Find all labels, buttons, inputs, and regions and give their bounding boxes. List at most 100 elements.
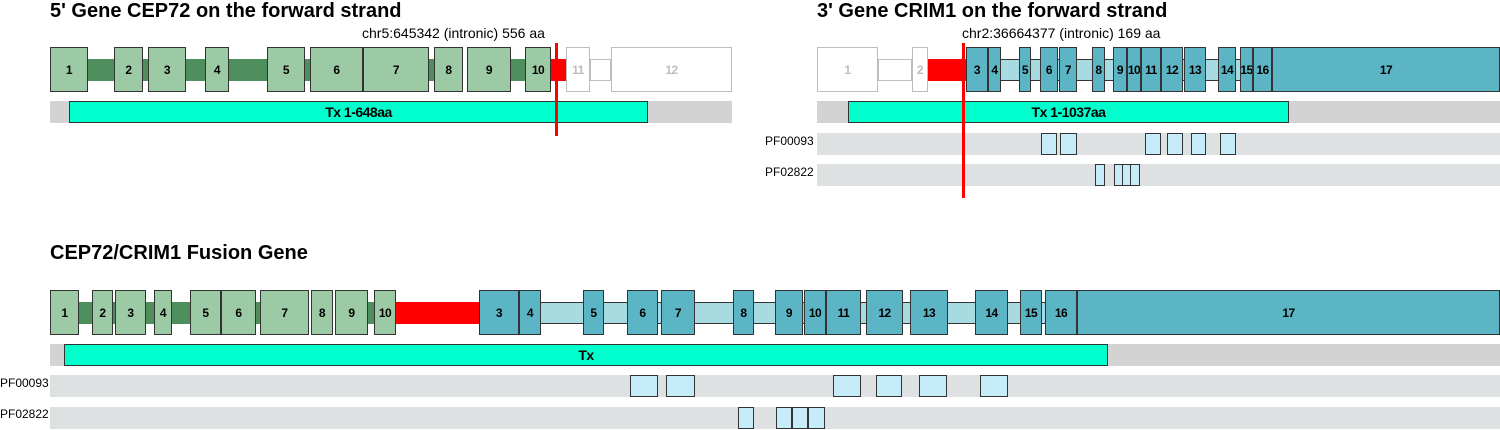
fusion-transcript: Tx: [64, 344, 1108, 366]
gene3-domain-box: [1167, 133, 1183, 155]
fusion-domain-label: PF02822: [0, 407, 49, 421]
gene3-domain-box: [1220, 133, 1236, 155]
gene3-exon: 16: [1253, 47, 1272, 92]
gene3-exon: 13: [1184, 47, 1206, 92]
fusion-intron: [113, 302, 115, 324]
gene3-title: 3' Gene CRIM1 on the forward strand: [817, 0, 1168, 22]
gene5-intron: [229, 59, 267, 81]
gene3-exon: 15: [1240, 47, 1253, 92]
fusion-exon-3p: 17: [1077, 290, 1500, 335]
gene5-intron-faded: [590, 59, 611, 81]
gene5-intron: [511, 59, 525, 81]
fusion-exon-3p: 8: [733, 290, 754, 335]
fusion-exon-3p: 7: [661, 290, 695, 335]
gene5-exon: 5: [267, 47, 305, 92]
gene3-exon: 14: [1218, 47, 1236, 92]
gene5-intron: [305, 59, 310, 81]
fusion-domain-track: [50, 375, 1500, 397]
gene3-exon: 11: [1141, 47, 1161, 92]
fusion-exon-5p: 10: [374, 290, 396, 335]
gene3-exon: 9: [1113, 47, 1127, 92]
fusion-exon-3p: 4: [519, 290, 541, 335]
gene3-exon: 12: [1161, 47, 1183, 92]
fusion-exon-5p: 5: [190, 290, 221, 335]
gene3-domain-track: [817, 164, 1500, 186]
gene5-exon: 2: [114, 47, 143, 92]
fusion-intron: [79, 302, 92, 324]
gene5-breakpoint-line: [555, 43, 558, 136]
gene3-domain-label: PF00093: [765, 134, 814, 148]
fusion-exon-3p: 14: [975, 290, 1008, 335]
fusion-intron: [368, 302, 374, 324]
fusion-exon-5p: 7: [260, 290, 309, 335]
fusion-exon-5p: 6: [221, 290, 256, 335]
fusion-intron: [172, 302, 190, 324]
fusion-domain-box: [919, 375, 947, 397]
fusion-exon-3p: 9: [775, 290, 803, 335]
gene3-domain-box: [1095, 164, 1105, 186]
fusion-intron-breakpoint: [396, 302, 479, 324]
gene3-intron-faded: [878, 59, 912, 81]
fusion-domain-label: PF00093: [0, 376, 49, 390]
gene3-domain-box: [1041, 133, 1057, 155]
gene5-title: 5' Gene CEP72 on the forward strand: [50, 0, 402, 22]
gene5-exon: 4: [205, 47, 229, 92]
gene5-exon: 3: [148, 47, 186, 92]
fusion-exon-3p: 3: [479, 290, 519, 335]
gene3-domain-box: [1191, 133, 1206, 155]
fusion-exon-5p: 9: [335, 290, 368, 335]
fusion-exon-3p: 11: [826, 290, 861, 335]
gene3-domain-box: [1060, 133, 1077, 155]
gene3-exon-faded: 2: [912, 47, 928, 92]
fusion-exon-5p: 8: [311, 290, 333, 335]
fusion-domain-box: [776, 407, 792, 429]
fusion-exon-5p: 4: [154, 290, 172, 335]
gene3-exon: 5: [1019, 47, 1031, 92]
fusion-domain-box: [738, 407, 754, 429]
fusion-exon-3p: 6: [627, 290, 658, 335]
fusion-intron: [256, 302, 260, 324]
gene3-exon: 10: [1127, 47, 1141, 92]
fusion-exon-3p: 5: [583, 290, 604, 335]
fusion-exon-3p: 16: [1045, 290, 1077, 335]
fusion-exon-5p: 3: [115, 290, 146, 335]
gene3-exon: 3: [966, 47, 988, 92]
fusion-exon-3p: 10: [804, 290, 826, 335]
fusion-domain-track: [50, 407, 1500, 429]
fusion-exon-5p: 1: [50, 290, 79, 335]
gene3-intron-breakpoint: [928, 59, 966, 81]
gene5-exon-faded: 11: [566, 47, 590, 92]
fusion-exon-5p: 2: [92, 290, 113, 335]
fusion-exon-3p: 15: [1020, 290, 1042, 335]
fusion-domain-box: [980, 375, 1008, 397]
gene3-exon: 6: [1040, 47, 1058, 92]
gene5-intron-breakpoint: [551, 59, 566, 81]
gene5-exon: 10: [525, 47, 551, 92]
fusion-title: CEP72/CRIM1 Fusion Gene: [50, 242, 308, 264]
gene5-exon: 8: [434, 47, 463, 92]
gene3-exon: 17: [1272, 47, 1500, 92]
fusion-domain-box: [630, 375, 658, 397]
gene3-exon: 7: [1059, 47, 1077, 92]
fusion-domain-box: [833, 375, 861, 397]
fusion-domain-box: [876, 375, 902, 397]
gene5-transcript: Tx 1-648aa: [69, 101, 648, 123]
gene3-exon: 8: [1092, 47, 1105, 92]
fusion-domain-box: [666, 375, 695, 397]
gene5-exon: 9: [467, 47, 511, 92]
gene3-breakpoint-label: chr2:36664377 (intronic) 169 aa: [962, 25, 1161, 41]
gene5-breakpoint-label: chr5:645342 (intronic) 556 aa: [362, 25, 545, 41]
gene3-transcript: Tx 1-1037aa: [848, 101, 1289, 123]
fusion-domain-box: [792, 407, 808, 429]
fusion-exon-3p: 12: [866, 290, 903, 335]
fusion-domain-box: [808, 407, 825, 429]
fusion-exon-3p: 13: [910, 290, 948, 335]
gene5-exon: 6: [310, 47, 363, 92]
gene3-breakpoint-line: [962, 43, 965, 198]
gene5-exon: 7: [363, 47, 429, 92]
gene5-intron: [429, 59, 434, 81]
gene5-exon: 1: [50, 47, 88, 92]
gene3-domain-box: [1130, 164, 1140, 186]
gene3-exon: 4: [988, 47, 1001, 92]
gene5-intron: [143, 59, 148, 81]
